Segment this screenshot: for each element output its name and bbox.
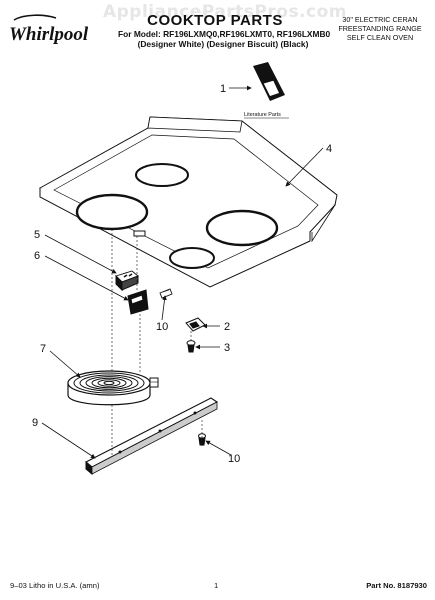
assembly-guides — [111, 229, 203, 456]
page-number: 1 — [214, 581, 219, 590]
small-screw-10 — [159, 288, 173, 299]
switch-housing — [115, 270, 139, 292]
callout-9: 9 — [32, 417, 38, 429]
radiant-surface-element — [67, 370, 159, 406]
model-colors: (Designer White) (Designer Biscuit) (Bla… — [137, 39, 309, 49]
literature-label: Literature Parts — [244, 112, 281, 118]
burner-rings — [75, 163, 279, 269]
bracket-screw — [198, 433, 206, 446]
callout-leaders — [41, 85, 324, 459]
svg-text:Whirlpool: Whirlpool — [9, 24, 89, 45]
whirlpool-logo-icon: Whirlpool — [9, 14, 89, 45]
watermark: AppliancePartsPros.com — [102, 2, 347, 22]
callout-1: 1 — [220, 83, 226, 95]
callout-3: 3 — [224, 342, 230, 354]
model-list: For Model: RF196LXMQ0,RF196LXMT0, RF196L… — [118, 29, 331, 39]
literature-booklet — [253, 62, 285, 101]
hot-surface-indicator — [133, 230, 146, 237]
litho-note: 9–03 Litho in U.S.A. (amn) — [10, 581, 100, 590]
callout-5: 5 — [34, 229, 40, 241]
callout-10-lower: 10 — [228, 453, 240, 465]
whirlpool-logo: Whirlpool — [8, 14, 92, 46]
part-number: Part No. 8187930 — [366, 581, 427, 590]
callout-2: 2 — [224, 321, 230, 333]
callout-10-upper: 10 — [156, 321, 168, 333]
product-line-3: SELF CLEAN OVEN — [346, 33, 414, 42]
indicator-bracket — [127, 289, 149, 315]
callout-4: 4 — [326, 143, 332, 155]
retaining-clip — [185, 317, 206, 332]
mounting-screw — [186, 340, 196, 353]
product-line-2: FREESTANDING RANGE — [338, 24, 422, 33]
callout-6: 6 — [34, 250, 40, 262]
product-line-1: 30" ELECTRIC CERAN — [342, 15, 418, 24]
product-description: 30" ELECTRIC CERAN FREESTANDING RANGE SE… — [330, 15, 430, 42]
page-title: COOKTOP PARTS — [147, 12, 283, 29]
callout-7: 7 — [40, 343, 46, 355]
element-support-bracket — [85, 397, 219, 476]
